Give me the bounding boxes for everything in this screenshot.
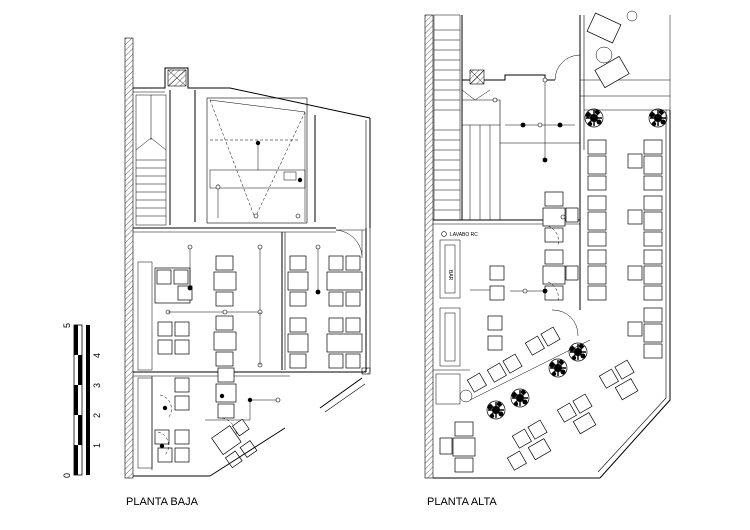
upper-seating-right [587, 139, 663, 359]
upper-floor-plan: BAR LAVABO RC [424, 10, 671, 508]
upper-left-wall [424, 14, 434, 479]
plant-icon [568, 342, 588, 362]
ground-seating-bottom [133, 367, 366, 477]
upper-seating-center [470, 191, 579, 351]
scale-tick-2: 2 [92, 413, 102, 418]
ground-lighting [165, 244, 321, 368]
scale-tick-3: 3 [92, 383, 102, 388]
upper-bar-counters: BAR LAVABO RC [433, 231, 478, 473]
left-exterior-wall [124, 37, 134, 479]
scale-tick-4: 4 [92, 353, 102, 358]
plant-icon [548, 358, 568, 378]
counter-label: BAR [447, 270, 453, 281]
upper-stair [433, 14, 501, 221]
scale-tick-5: 5 [62, 323, 72, 328]
ground-seating-right [287, 255, 363, 369]
ground-stair [135, 94, 167, 226]
upper-terrace-furniture [586, 10, 638, 89]
plant-icon [486, 400, 506, 420]
scale-tick-1: 1 [92, 443, 102, 448]
plant-icon [584, 108, 604, 128]
scale-bar: 0 1 2 3 4 5 [62, 323, 102, 478]
ground-floor-plan: PLANTA BAJA [124, 37, 371, 508]
ground-floor-title: PLANTA BAJA [126, 496, 199, 508]
plant-icon [648, 108, 668, 128]
plant-icon [510, 388, 530, 408]
upper-floor-title: PLANTA ALTA [427, 496, 497, 508]
upper-seating-diagonal [466, 326, 639, 471]
scale-tick-0: 0 [62, 473, 72, 478]
ground-seating-left [154, 255, 237, 367]
service-label: LAVABO RC [450, 232, 478, 238]
